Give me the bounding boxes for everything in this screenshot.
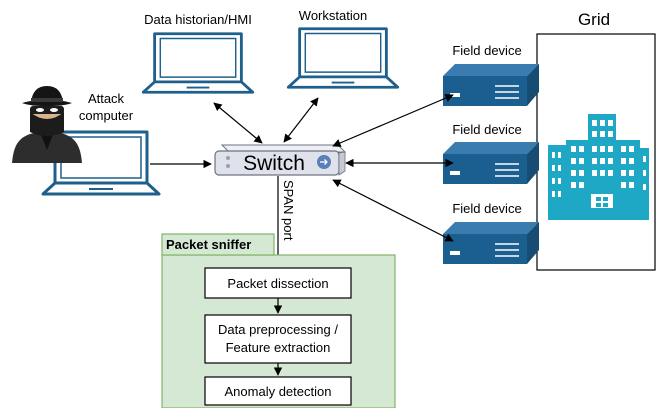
field-device-icon-3 (442, 221, 540, 265)
switch-field-device-1-link (332, 94, 454, 147)
packet-sniffer-tab (161, 233, 275, 256)
switch-label: Switch (243, 152, 305, 175)
packet-sniffer-title: Packet sniffer (166, 237, 251, 252)
attack-label-line2: computer (79, 108, 134, 123)
historian-label: Data historian/HMI (144, 12, 252, 27)
switch-field-device-3-link (332, 179, 454, 242)
workstation-laptop-icon (286, 27, 400, 89)
workstation-label: Workstation (299, 8, 367, 23)
anomaly-detection-label: Anomaly detection (225, 384, 332, 399)
anomaly-detection-box (204, 376, 352, 406)
packet-dissection-box (204, 267, 352, 299)
field-device-icon-2 (442, 141, 540, 185)
grid-label: Grid (578, 10, 610, 29)
field-device-icon-1 (442, 63, 540, 107)
field-device-label-2: Field device (452, 122, 521, 137)
field-device-label-3: Field device (452, 201, 521, 216)
preprocessing-box (204, 314, 352, 364)
preprocessing-label-line1: Data preprocessing / (218, 322, 338, 337)
preprocessing-label-line2: Feature extraction (226, 340, 331, 355)
connection-arrows (150, 94, 454, 269)
historian-laptop-icon (141, 32, 255, 94)
span-port-label: SPAN port (281, 180, 296, 241)
historian-switch-link (213, 102, 263, 144)
network-switch-icon (214, 144, 347, 176)
hacker-icon (12, 86, 82, 163)
building-icon (548, 114, 649, 220)
workstation-switch-link (283, 97, 319, 143)
field-device-label-1: Field device (452, 43, 521, 58)
packet-dissection-label: Packet dissection (227, 276, 328, 291)
attack-label-line1: Attack (88, 91, 125, 106)
